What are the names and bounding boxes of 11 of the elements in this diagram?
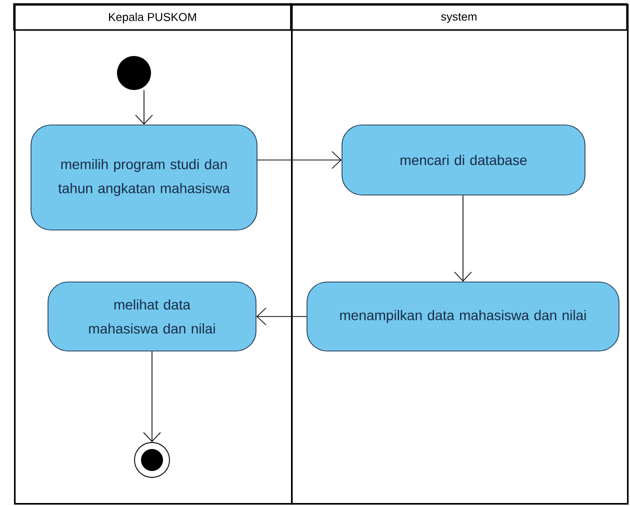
arrow	[257, 151, 342, 169]
arrow	[256, 308, 307, 326]
activity-box: mencari di database	[342, 124, 586, 196]
activity-box: melihat data mahasiswa dan nilai	[48, 282, 256, 352]
activity-box: memilih program studi dan tahun angkatan mahasiswa	[30, 124, 258, 230]
arrow	[135, 90, 153, 125]
activity-box: menampilkan data mahasiswa dan nilai	[306, 282, 620, 352]
arrow	[143, 351, 161, 442]
end-node	[134, 442, 170, 478]
arrow	[454, 195, 472, 282]
start-node	[117, 56, 151, 90]
